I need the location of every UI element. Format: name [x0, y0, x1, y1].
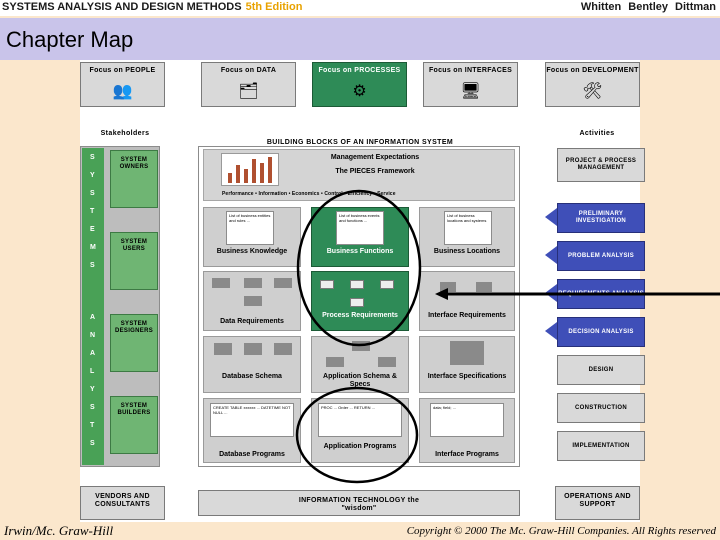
copyright-label: Copyright © 2000 The Mc. Graw-Hill Compa…: [407, 525, 716, 537]
process-emphasis-ellipse: [298, 191, 420, 345]
program-emphasis-ellipse: [297, 388, 417, 482]
pointer-arrow-head: [435, 288, 448, 300]
publisher-label: Irwin/Mc. Graw-Hill: [4, 523, 113, 539]
